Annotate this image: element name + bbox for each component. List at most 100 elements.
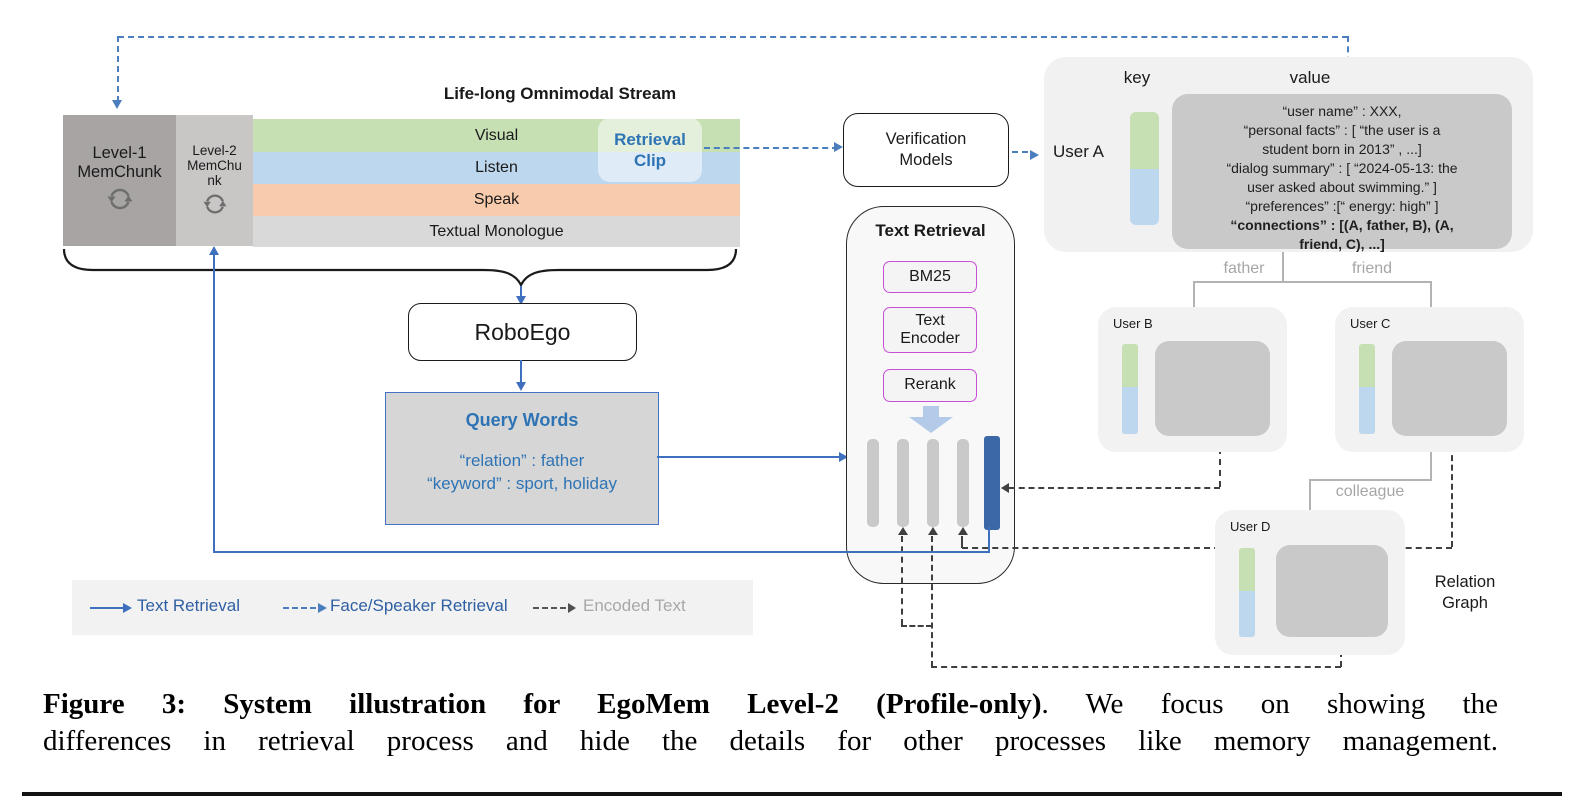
edge-label-father: father (1223, 260, 1265, 277)
key-bar-green-segment (1239, 548, 1255, 591)
encoded-route-line (961, 536, 963, 548)
face-retrieval-route-left-line (117, 36, 119, 102)
relation-graph-label: Relation Graph (1434, 573, 1496, 612)
stream-row-monologue: Textual Monologue (253, 216, 740, 247)
relation-tree-line (1430, 452, 1432, 480)
relation-tree-line (1282, 252, 1284, 282)
user-b-value-box (1155, 341, 1270, 436)
user-d-card: User D (1215, 510, 1405, 655)
stream-row-label: Visual (474, 126, 519, 144)
arrowhead-up-bar2-icon (898, 527, 908, 535)
legend-dashed-gray-arrow-icon (533, 607, 566, 609)
memory-bar (867, 439, 879, 527)
legend-text-retrieval-label: Text Retrieval (137, 596, 240, 615)
profile-panel: key value User A “user name” : XXX, “per… (1044, 57, 1533, 252)
face-retrieval-route-top-line (118, 36, 1348, 38)
edge-label-friend: friend (1351, 260, 1393, 277)
edge-label-colleague: colleague (1335, 483, 1405, 500)
arrowhead-into-query-icon (516, 382, 526, 391)
user-a-label: User A (1053, 142, 1105, 161)
query-relation-line: “relation” : father (459, 451, 585, 470)
encoded-route-line (962, 547, 1452, 549)
key-header: key (1123, 68, 1151, 87)
encoded-route-line (931, 666, 1341, 668)
key-bar-green-segment (1130, 112, 1159, 169)
key-bar-blue-segment (1122, 387, 1138, 434)
key-bar-blue-segment (1130, 169, 1159, 225)
text-retrieval-box: Text Retrieval BM25 Text Encoder Rerank (846, 206, 1015, 584)
arrowhead-into-usera-icon (1030, 150, 1039, 160)
encoded-route-line (1451, 436, 1453, 547)
user-a-key-bar (1130, 112, 1159, 225)
arrowhead-into-bars-icon (839, 452, 848, 462)
verification-to-usera-line (1012, 151, 1028, 153)
text-retrieval-return-line (988, 527, 990, 553)
verification-models-box: Verification Models (843, 113, 1009, 187)
encoded-route-line (901, 625, 932, 627)
relation-tree-line (1430, 281, 1432, 308)
legend-encoded-text-label: Encoded Text (583, 596, 686, 615)
caption-line-2: differences in retrieval process and hid… (43, 725, 1498, 757)
brace-to-roboego-line (520, 286, 522, 298)
encoded-route-line (931, 536, 933, 667)
stream-title: Life-long Omnimodal Stream (443, 84, 677, 103)
legend-box: Text Retrieval Face/Speaker Retrieval En… (72, 580, 753, 635)
relation-tree-line (1193, 281, 1432, 283)
value-line: “preferences” :[“ energy: high” ] (1245, 198, 1439, 214)
arrowhead-up-bar4-icon (958, 527, 968, 535)
key-bar-blue-segment (1359, 387, 1375, 434)
caption-bold-part: Figure 3: System illustration for EgoMem… (43, 688, 1042, 720)
user-b-label: User B (1113, 316, 1153, 331)
encoded-route-line (1219, 437, 1221, 487)
figure-caption: Figure 3: System illustration for EgoMem… (43, 686, 1498, 760)
refresh-icon (202, 192, 227, 219)
user-c-label: User C (1350, 316, 1391, 331)
stream-row-label: Speak (473, 191, 520, 208)
key-bar-green-segment (1122, 344, 1138, 387)
arrowhead-into-selected-bar-icon (1001, 483, 1009, 493)
key-bar-blue-segment (1239, 591, 1255, 637)
memory-bar (897, 439, 909, 527)
rerank-stage: Rerank (883, 369, 977, 402)
clip-to-verification-line (704, 147, 838, 149)
relation-tree-line (1309, 479, 1311, 510)
level2-memchunk-label: Level-2 MemChunk (187, 142, 242, 188)
user-b-key-bar (1122, 344, 1138, 434)
query-keyword-line: “keyword” : sport, holiday (427, 474, 617, 493)
arrowhead-up-bar3-icon (928, 527, 938, 535)
relation-tree-line (1310, 479, 1432, 481)
value-header: value (1289, 68, 1331, 87)
arrowhead-into-roboego-icon (516, 296, 526, 305)
caption-rest-part: . We focus on showing the (1041, 688, 1498, 720)
legend-dashed-blue-arrow-icon (283, 607, 316, 609)
user-c-value-box (1392, 341, 1507, 436)
profile-value-text: “user name” : XXX, “personal facts” : [ … (1182, 102, 1502, 254)
verification-models-label: Verification Models (885, 130, 967, 169)
query-to-retrieval-line (657, 456, 839, 458)
text-retrieval-return-line (213, 252, 215, 551)
roboego-box: RoboEgo (408, 303, 637, 361)
value-line-connections: “connections” : [(A, father, B), (A, (1230, 217, 1454, 233)
encoded-route-line (901, 536, 903, 625)
legend-solid-arrowhead-icon (123, 603, 132, 613)
value-line: “personal facts” : [ “the user is a (1243, 122, 1441, 138)
user-d-key-bar (1239, 548, 1255, 637)
refresh-icon (107, 186, 133, 217)
value-line: user asked about swimming.” ] (1247, 179, 1437, 195)
text-retrieval-return-line (213, 551, 990, 553)
fat-down-arrow-icon (909, 406, 953, 438)
text-encoder-label: Text Encoder (900, 311, 960, 347)
value-line: “user name” : XXX, (1282, 103, 1402, 119)
curly-brace (63, 248, 737, 288)
stream-row-speak: Speak (253, 184, 740, 216)
user-c-card: User C (1335, 307, 1524, 452)
user-d-value-box (1276, 545, 1388, 637)
level1-memchunk-block: Level-1 MemChunk (63, 115, 176, 246)
encoded-route-line (1009, 487, 1220, 489)
table-top-rule (22, 792, 1562, 796)
query-words-title: Query Words (465, 410, 579, 430)
roboego-to-query-line (520, 360, 522, 384)
stream-row-label: Textual Monologue (429, 222, 564, 240)
user-b-card: User B (1098, 307, 1287, 452)
